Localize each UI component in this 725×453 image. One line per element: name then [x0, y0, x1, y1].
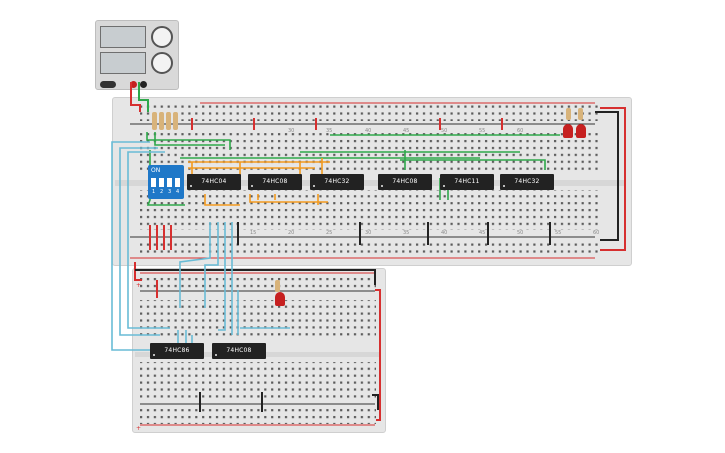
bottom-rail-holes-bottom	[140, 408, 376, 424]
chip-74hc86[interactable]: 74HC86	[150, 343, 204, 359]
chip-74hc11[interactable]: 74HC11	[440, 174, 494, 190]
col-label: 35	[403, 230, 410, 236]
col-label: 55	[479, 128, 486, 134]
resistor-7[interactable]	[275, 280, 280, 292]
bottom-rail-holes-top	[140, 275, 376, 289]
bottom-upper-terminal-holes	[140, 300, 376, 336]
col-label: 50	[517, 230, 524, 236]
negative-terminal[interactable]	[140, 81, 147, 88]
svg-text:+: +	[136, 425, 141, 432]
top-bottom-rail-holes	[140, 240, 600, 257]
voltage-knob[interactable]	[151, 26, 173, 48]
led-icon[interactable]	[563, 124, 573, 138]
top-lower-terminal-holes	[140, 190, 600, 230]
current-knob[interactable]	[151, 52, 173, 74]
resistor-6[interactable]	[578, 108, 583, 120]
chip-74hc08-c[interactable]: 74HC08	[212, 343, 266, 359]
dip-on-label: ON	[151, 167, 161, 174]
col-label: 30	[365, 230, 372, 236]
resistor-1[interactable]	[152, 112, 157, 130]
col-label: 45	[479, 230, 486, 236]
chip-74hc32-a[interactable]: 74HC32	[310, 174, 364, 190]
svg-text:+: +	[136, 282, 141, 289]
positive-terminal[interactable]	[130, 81, 137, 88]
dip-switch-2[interactable]	[159, 178, 164, 187]
chip-74hc08-b[interactable]: 74HC08	[378, 174, 432, 190]
dip-num-2: 2	[160, 189, 164, 195]
col-label: 35	[326, 128, 333, 134]
top-center-channel	[115, 180, 625, 186]
dip-num-4: 4	[176, 189, 180, 195]
top-rail-holes	[140, 104, 600, 121]
bottom-lower-terminal-holes	[140, 362, 376, 398]
col-label: 60	[517, 128, 524, 134]
col-label: 30	[288, 128, 295, 134]
col-label: 40	[365, 128, 372, 134]
resistor-2[interactable]	[159, 112, 164, 130]
dip-switch-3[interactable]	[167, 178, 172, 187]
chip-74hc32-b[interactable]: 74HC32	[500, 174, 554, 190]
col-label: 15	[250, 230, 257, 236]
resistor-5[interactable]	[566, 108, 571, 120]
led-icon[interactable]	[576, 124, 586, 138]
col-label: 40	[441, 230, 448, 236]
resistor-3[interactable]	[166, 112, 171, 130]
col-label: 45	[403, 128, 410, 134]
chip-74hc08-a[interactable]: 74HC08	[248, 174, 302, 190]
col-label: 55	[555, 230, 562, 236]
led-icon[interactable]	[275, 292, 285, 306]
power-switch[interactable]	[100, 81, 116, 88]
dip-switch-1[interactable]	[151, 178, 156, 187]
col-label: 60	[593, 230, 600, 236]
dip-switch-4[interactable]	[175, 178, 180, 187]
dip-num-1: 1	[152, 189, 156, 195]
current-display	[100, 52, 146, 74]
power-supply[interactable]	[95, 20, 179, 90]
col-label: 25	[326, 230, 333, 236]
chip-74hc04[interactable]: 74HC04	[187, 174, 241, 190]
resistor-4[interactable]	[173, 112, 178, 130]
col-label: 20	[288, 230, 295, 236]
dip-switch-icon[interactable]: ON 1 2 3 4	[148, 165, 184, 199]
col-label: 50	[441, 128, 448, 134]
voltage-display	[100, 26, 146, 48]
dip-num-3: 3	[168, 189, 172, 195]
